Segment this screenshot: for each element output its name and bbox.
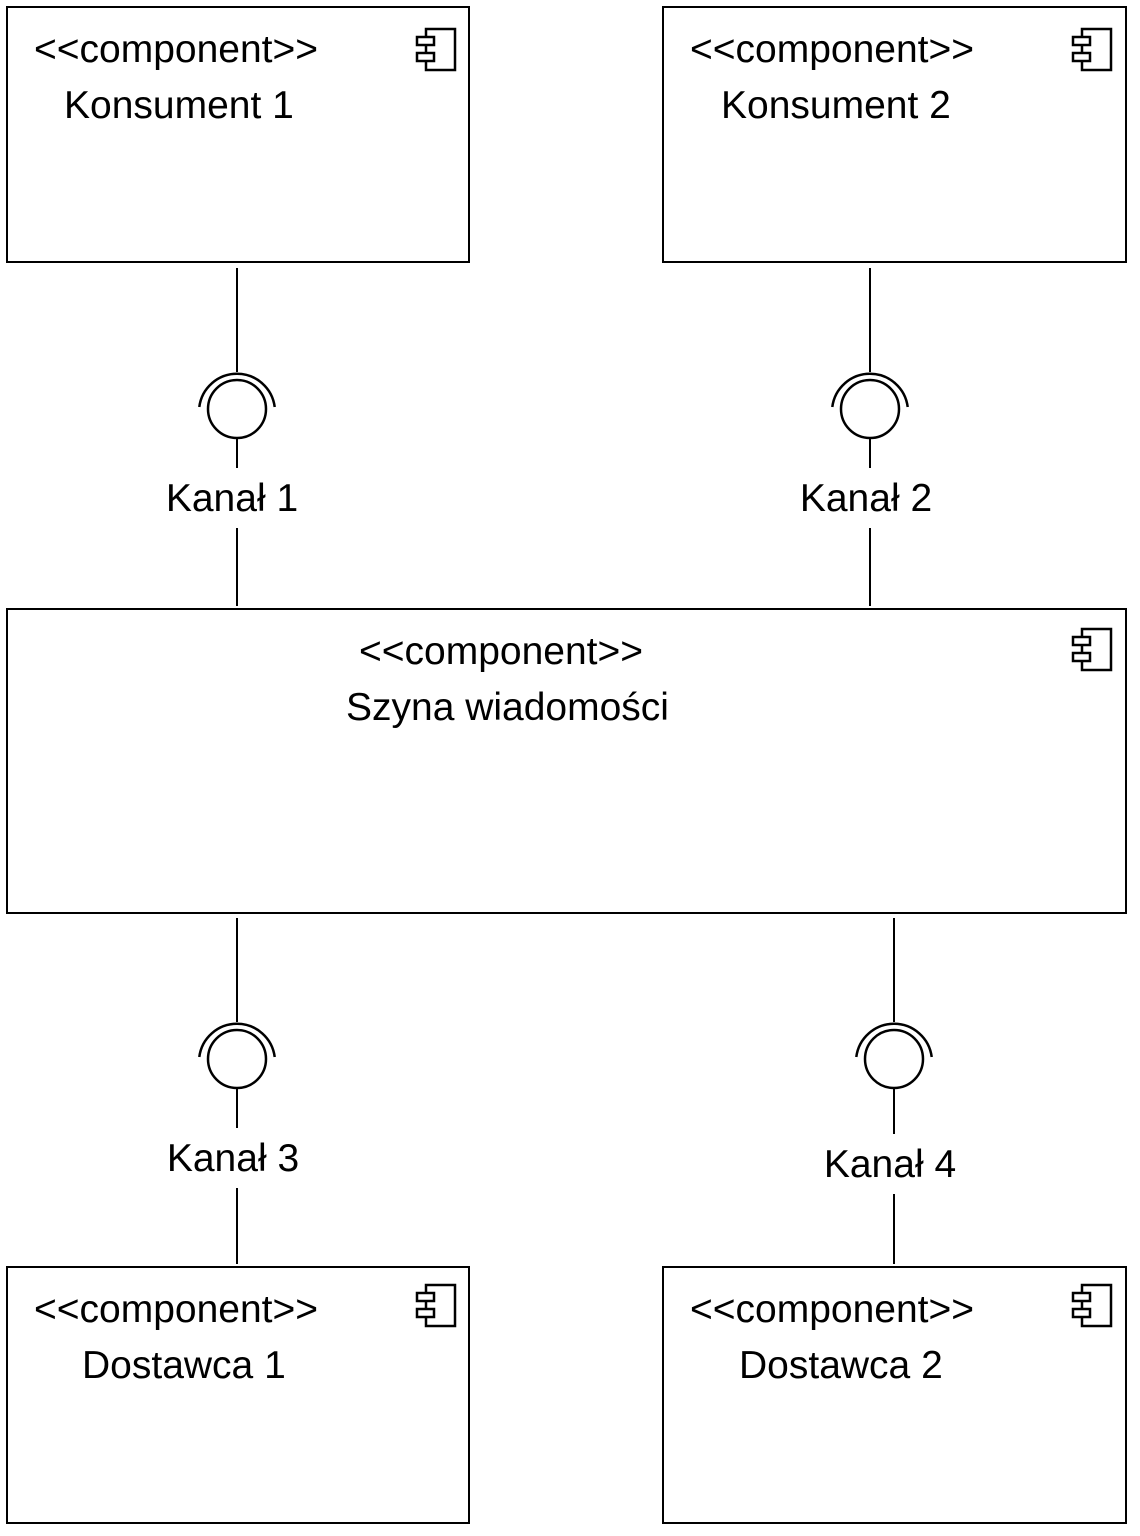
ball-and-socket-icon xyxy=(198,372,276,440)
uml-component-icon xyxy=(1071,627,1113,672)
stereotype-label: <<component>> xyxy=(690,28,975,71)
component-konsument-1[interactable]: <<component>> Konsument 1 xyxy=(6,6,470,263)
connector-line xyxy=(236,1188,238,1264)
connector-line xyxy=(236,528,238,606)
connector-line xyxy=(869,438,871,468)
connector-line xyxy=(236,1088,238,1128)
component-dostawca-1[interactable]: <<component>> Dostawca 1 xyxy=(6,1266,470,1524)
component-name: Dostawca 2 xyxy=(739,1344,943,1387)
ball-and-socket-icon xyxy=(855,1022,933,1090)
stereotype-label: <<component>> xyxy=(34,1288,319,1331)
uml-component-icon xyxy=(415,27,457,72)
connector-line xyxy=(893,1194,895,1264)
stereotype-label: <<component>> xyxy=(359,630,644,673)
ball-and-socket-icon xyxy=(198,1022,276,1090)
channel-label-kanal-3: Kanał 3 xyxy=(162,1139,304,1178)
component-name: Konsument 1 xyxy=(64,84,294,127)
component-dostawca-2[interactable]: <<component>> Dostawca 2 xyxy=(662,1266,1127,1524)
component-name: Konsument 2 xyxy=(721,84,951,127)
stereotype-label: <<component>> xyxy=(34,28,319,71)
stereotype-label: <<component>> xyxy=(690,1288,975,1331)
uml-component-icon xyxy=(415,1283,457,1328)
component-name: Szyna wiadomości xyxy=(346,686,669,729)
connector-line xyxy=(893,918,895,1022)
connector-line xyxy=(869,528,871,606)
ball-and-socket-icon xyxy=(831,372,909,440)
channel-label-kanal-2: Kanał 2 xyxy=(795,479,937,518)
uml-component-icon xyxy=(1071,27,1113,72)
connector-line xyxy=(236,918,238,1022)
connector-line xyxy=(236,438,238,468)
uml-component-icon xyxy=(1071,1283,1113,1328)
component-konsument-2[interactable]: <<component>> Konsument 2 xyxy=(662,6,1127,263)
component-name: Dostawca 1 xyxy=(82,1344,286,1387)
channel-label-kanal-1: Kanał 1 xyxy=(161,479,303,518)
connector-line xyxy=(236,268,238,372)
component-szyna-wiadomosci[interactable]: <<component>> Szyna wiadomości xyxy=(6,608,1127,914)
connector-line xyxy=(893,1088,895,1134)
connector-line xyxy=(869,268,871,372)
channel-label-kanal-4: Kanał 4 xyxy=(819,1145,961,1184)
